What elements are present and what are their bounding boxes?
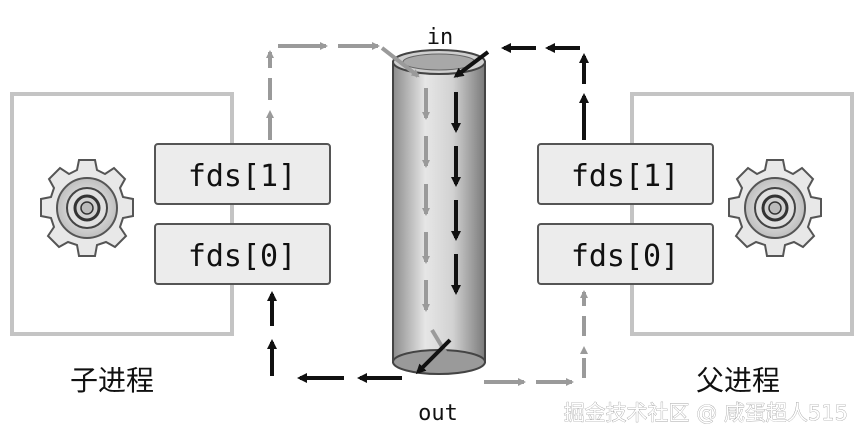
watermark: 掘金技术社区 @ 咸蛋超人515 — [564, 401, 848, 425]
child-fd-read-label: fds[0] — [188, 239, 296, 274]
child-fd-read-box — [154, 223, 331, 285]
gear-icon — [40, 159, 134, 257]
parent-fd-read-label: fds[0] — [571, 239, 679, 274]
parent-process-caption: 父进程 — [696, 364, 780, 397]
pipe-out-label: out — [418, 401, 458, 426]
child-fd-write-label: fds[1] — [188, 159, 296, 194]
pipe-cylinder — [392, 49, 486, 375]
gear-icon — [728, 159, 822, 257]
parent-fd-read-box — [537, 223, 714, 285]
parent-fd-write-box — [537, 143, 714, 205]
child-process-frame — [10, 92, 234, 336]
gray-flow-child-to-pipe — [266, 42, 588, 386]
parent-fd-write-label: fds[1] — [571, 159, 679, 194]
child-process-caption: 子进程 — [70, 364, 154, 397]
parent-process-frame — [630, 92, 854, 336]
pipe-in-label: in — [427, 25, 454, 50]
black-flow-parent-to-child — [267, 43, 589, 383]
child-fd-write-box — [154, 143, 331, 205]
